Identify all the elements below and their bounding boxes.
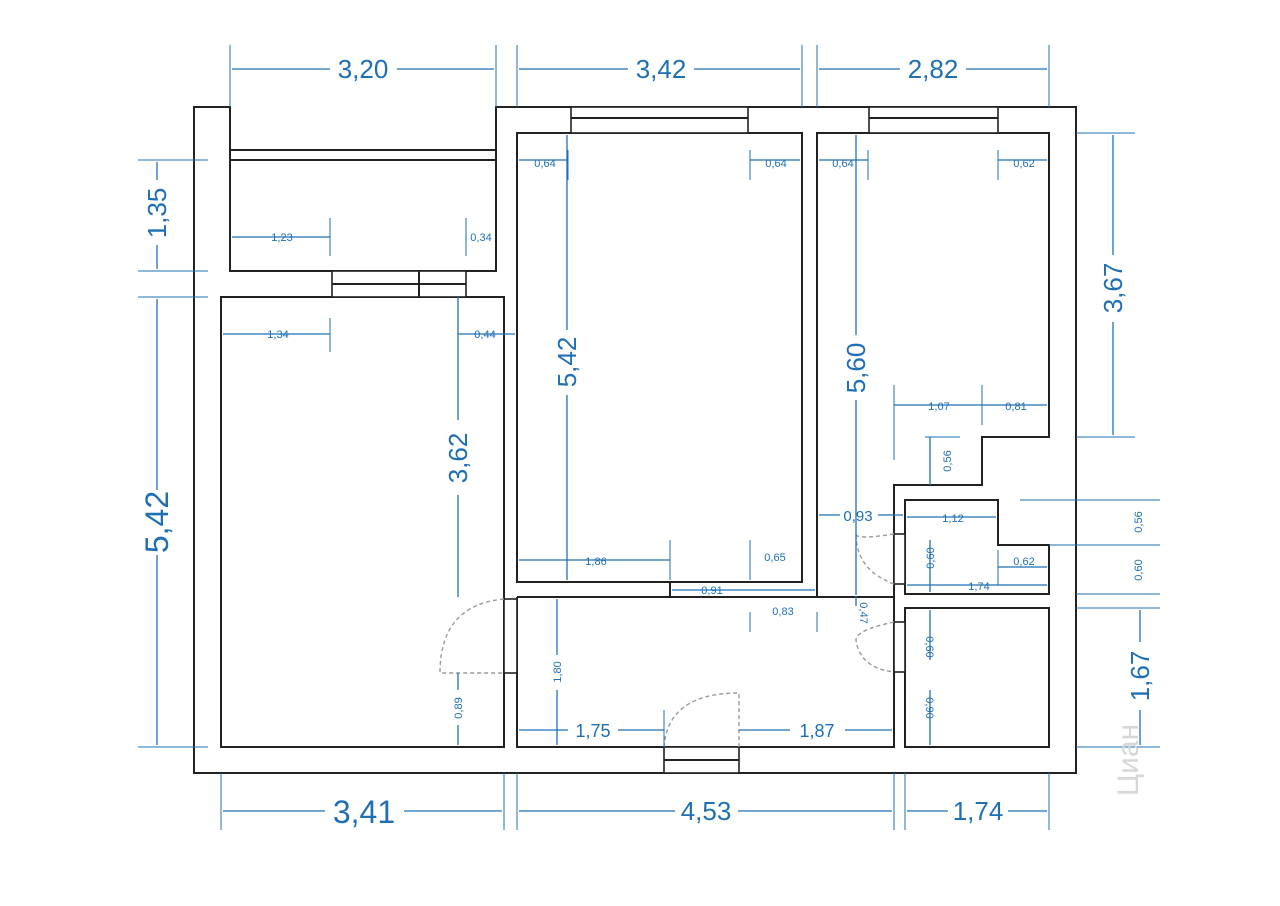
door-wc [893,621,906,673]
dim-hall-gap: 0,47 [857,602,869,623]
dim-side-060: 0,60 [1133,559,1145,580]
dim-bath-w: 1,12 [942,513,963,525]
dim-room3-right: 0,62 [1013,158,1034,170]
dim-balcony-w: 1,23 [271,232,292,244]
dim-room3-left: 0,64 [832,158,853,170]
dim-room1-w: 1,34 [267,329,288,341]
dim-top-left: 3,20 [338,54,389,84]
dim-hall-door: 1,80 [552,661,564,682]
dim-right-top: 3,67 [1098,263,1128,314]
watermark-text: Циан [1112,724,1145,796]
window-middle [570,106,749,134]
dim-room3-height: 5,60 [841,343,871,394]
dim-top-mid: 3,42 [636,54,687,84]
dim-room2-bl: 1,86 [585,556,606,568]
dim-room1-gap: 0,44 [474,329,495,341]
room-left-wall [220,296,505,748]
dim-room3-step-a: 1,07 [928,401,949,413]
dim-bath-r: 0,62 [1013,556,1034,568]
dim-room1-height: 3,62 [443,433,473,484]
dim-bath-door: 0,60 [925,547,937,568]
dim-wc-h: 0,90 [923,697,935,718]
dim-left-balcony: 1,35 [142,188,172,239]
dim-bath-w2: 1,74 [968,581,989,593]
wc-wall [904,607,1050,748]
bathroom-wall [904,499,1050,595]
balcony-wall [229,149,497,272]
outer-wall [193,106,1077,774]
dim-corridor: 0,93 [843,508,872,525]
dim-room3-step-h: 0,56 [942,450,954,471]
dimension-labels: 3,20 3,42 2,82 3,41 4,53 1,74 1,35 5,42 … [139,54,1155,830]
door-room-left [503,598,518,674]
dim-room3-step-b: 0,81 [1005,401,1026,413]
hall-wall [516,581,895,748]
dimension-lines [138,45,1160,830]
dim-bottom-mid: 4,53 [681,796,732,826]
dim-room2-door: 0,91 [701,585,722,597]
door-bathroom [893,533,906,585]
dim-wc-door: 0,60 [923,636,935,657]
dim-bottom-right: 1,74 [953,796,1004,826]
dim-room2-height: 5,42 [552,337,582,388]
windows [331,106,999,774]
dim-top-right: 2,82 [908,54,959,84]
dim-left-room: 5,42 [139,491,175,553]
dim-bottom-left: 3,41 [333,794,395,830]
dim-balcony-depth: 0,34 [470,232,491,244]
dim-room2-left: 0,64 [534,158,555,170]
dim-hall-left: 1,75 [575,721,610,741]
dim-side-056: 0,56 [1133,511,1145,532]
dim-right-bottom: 1,67 [1125,651,1155,702]
window-right [868,106,999,134]
room-right-wall [816,132,1050,598]
dim-hall-corner: 0,83 [772,606,793,618]
dim-room1-door: 0,89 [453,697,465,718]
dim-room2-right: 0,64 [765,158,786,170]
dim-hall-right: 1,87 [799,721,834,741]
dim-room2-br: 0,65 [764,552,785,564]
walls [193,106,1077,774]
